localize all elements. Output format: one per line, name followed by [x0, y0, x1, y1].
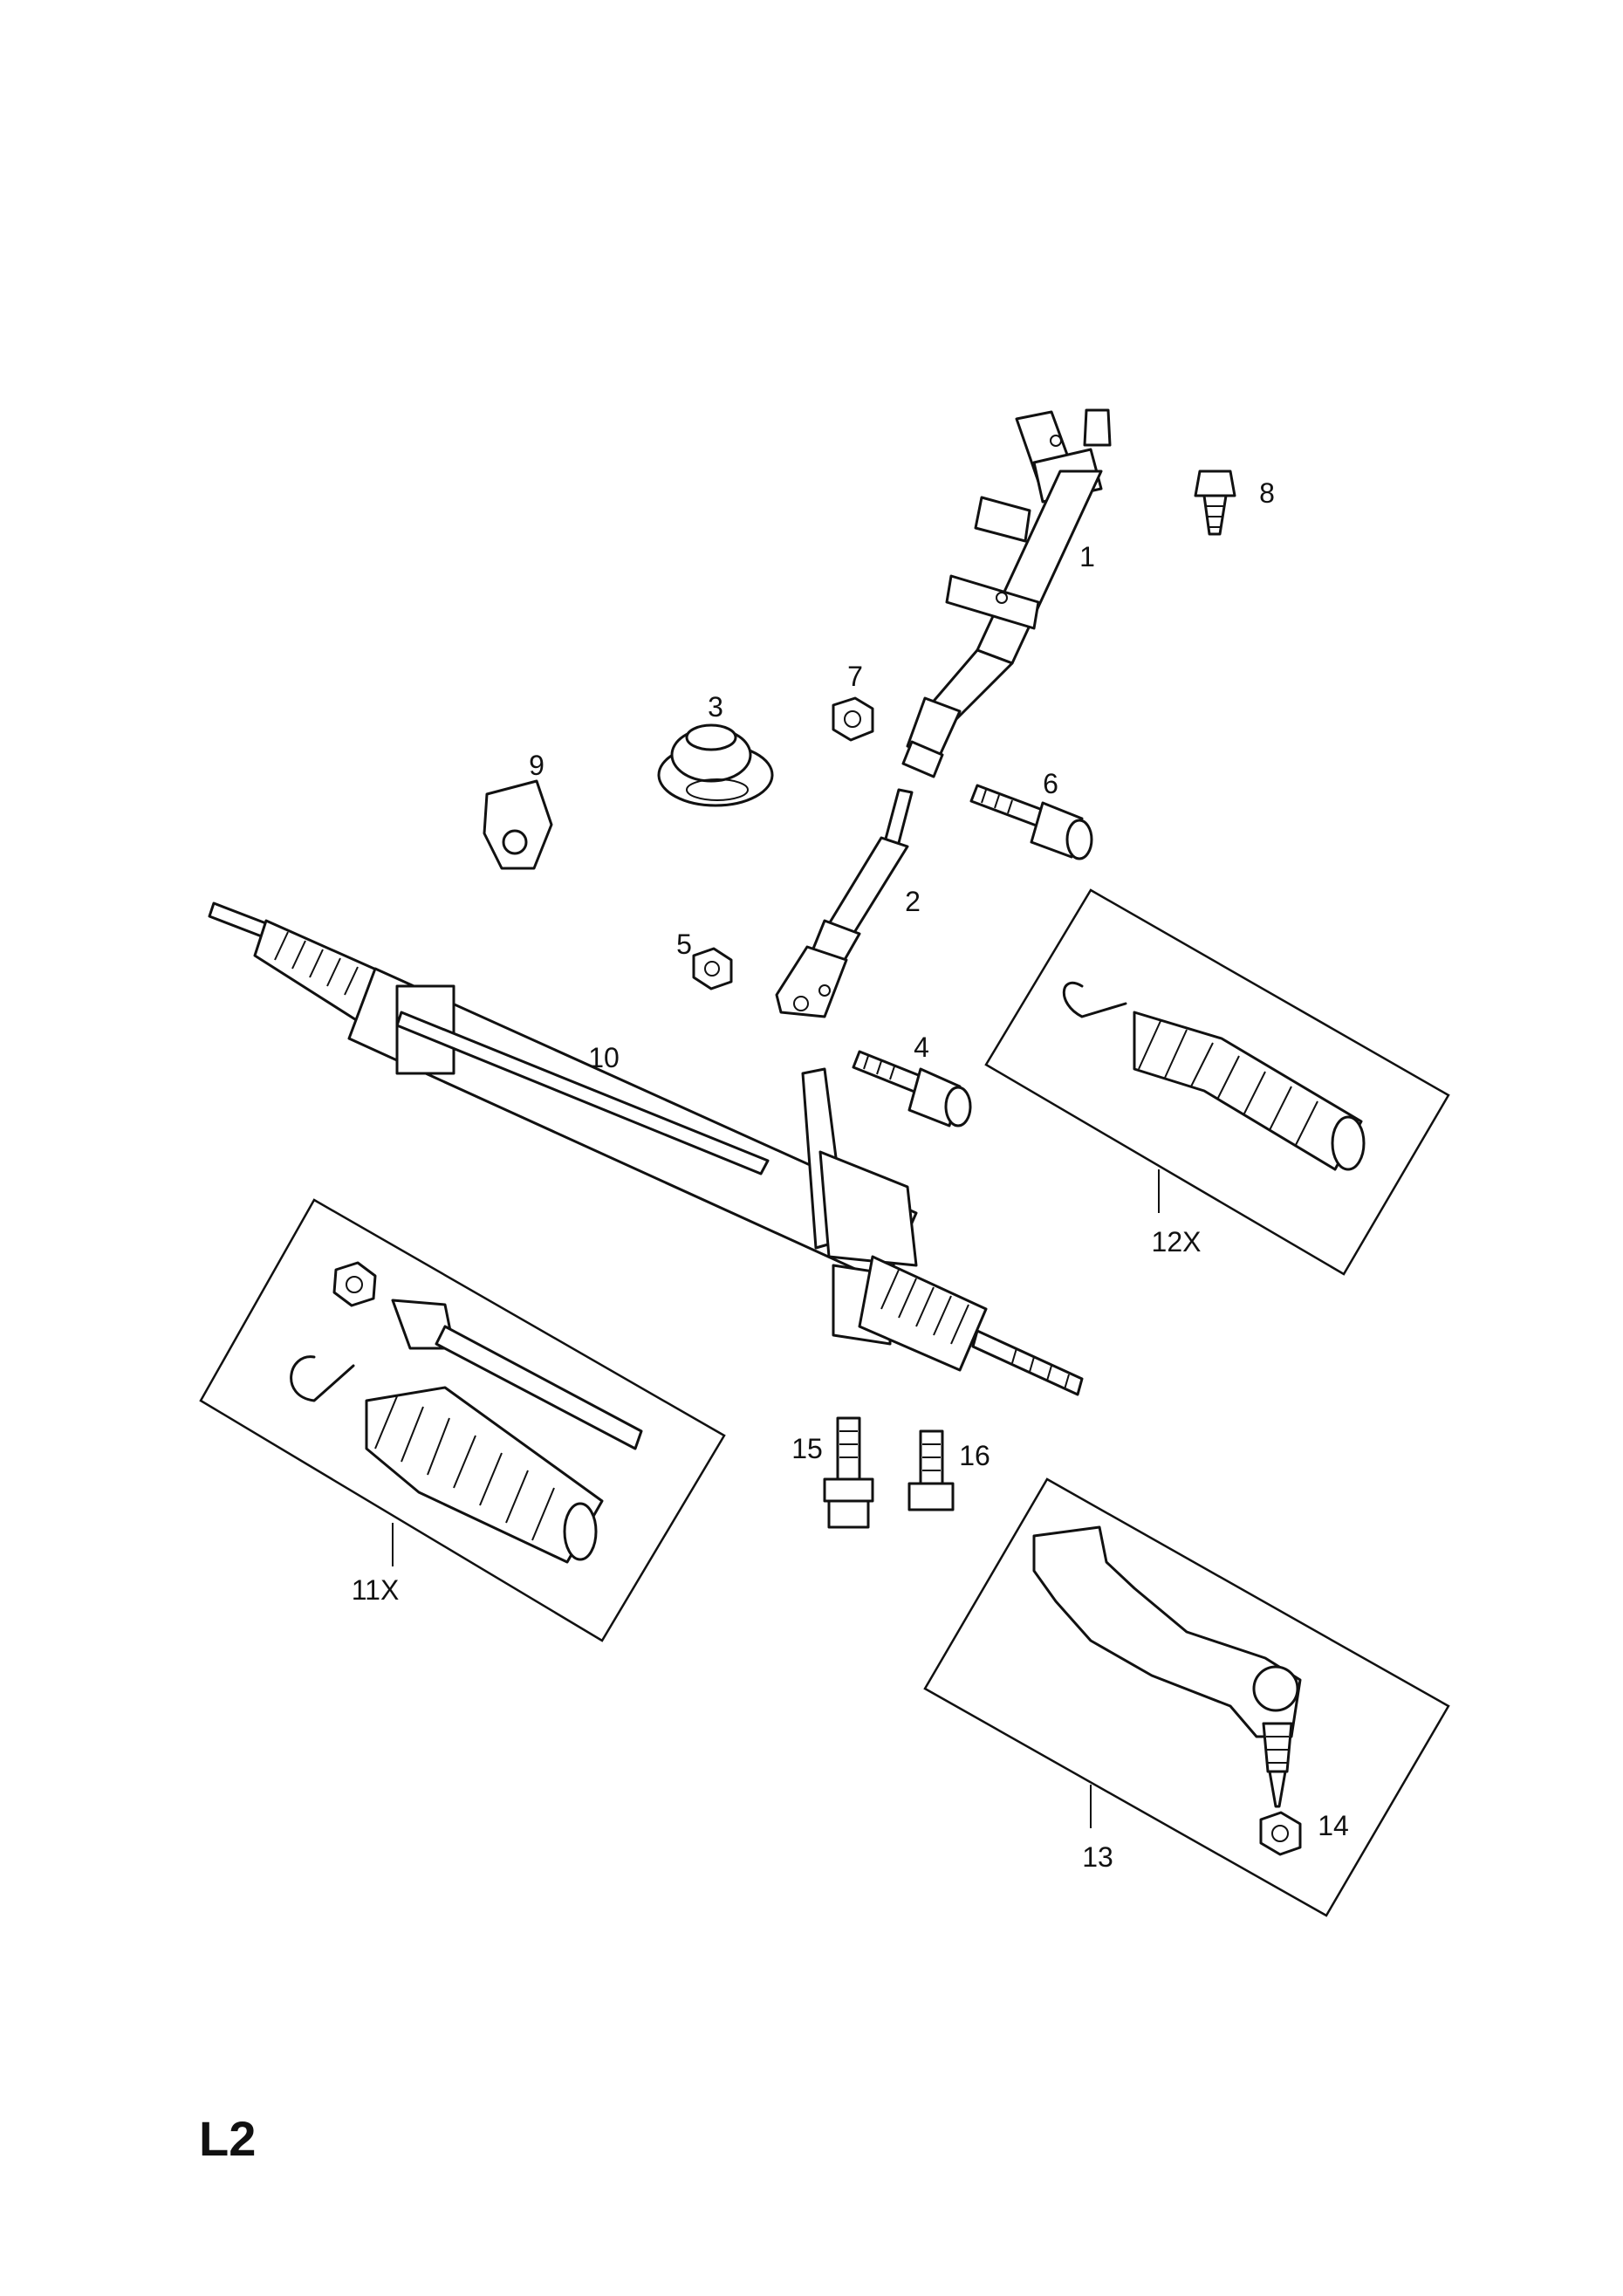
callout-8: 8	[1259, 477, 1275, 509]
sheet-code: L2	[199, 2111, 257, 2166]
callout-7: 7	[847, 661, 863, 692]
callout-1: 1	[1079, 541, 1095, 572]
part-7-nut	[832, 696, 874, 742]
part-6-bolt	[969, 784, 1093, 860]
callout-9: 9	[529, 750, 544, 781]
part-12X-boot-kit	[984, 888, 1450, 1276]
callout-10: 10	[588, 1042, 620, 1073]
part-13-tie-rod-end	[923, 1477, 1450, 1917]
part-8-plug	[1194, 469, 1236, 536]
part-5-nut	[692, 947, 733, 990]
leader-lines	[392, 1169, 1160, 1828]
part-10-steering-rack	[208, 901, 1084, 1396]
callout-11X: 11X	[351, 1574, 400, 1606]
callout-5: 5	[676, 929, 692, 960]
part-14-nut	[1259, 1811, 1302, 1856]
callout-2: 2	[905, 886, 921, 917]
part-16-bolt	[907, 1429, 955, 1511]
callout-15: 15	[791, 1433, 823, 1464]
callout-12X: 12X	[1151, 1226, 1202, 1258]
steering-column	[901, 408, 1112, 778]
part-15-bolt	[823, 1416, 874, 1529]
part-4-bolt	[852, 1050, 972, 1127]
callout-6: 6	[1043, 768, 1058, 799]
part-9-bush	[483, 779, 553, 870]
callout-4: 4	[914, 1031, 929, 1063]
part-11X-tie-rod-kit	[199, 1198, 726, 1642]
callout-13: 13	[1082, 1841, 1113, 1873]
part-3-grommet	[657, 723, 774, 807]
callout-3: 3	[708, 691, 723, 723]
callout-14: 14	[1318, 1810, 1349, 1841]
part-2-intermediate-shaft	[775, 788, 914, 1018]
callout-16: 16	[959, 1440, 990, 1471]
